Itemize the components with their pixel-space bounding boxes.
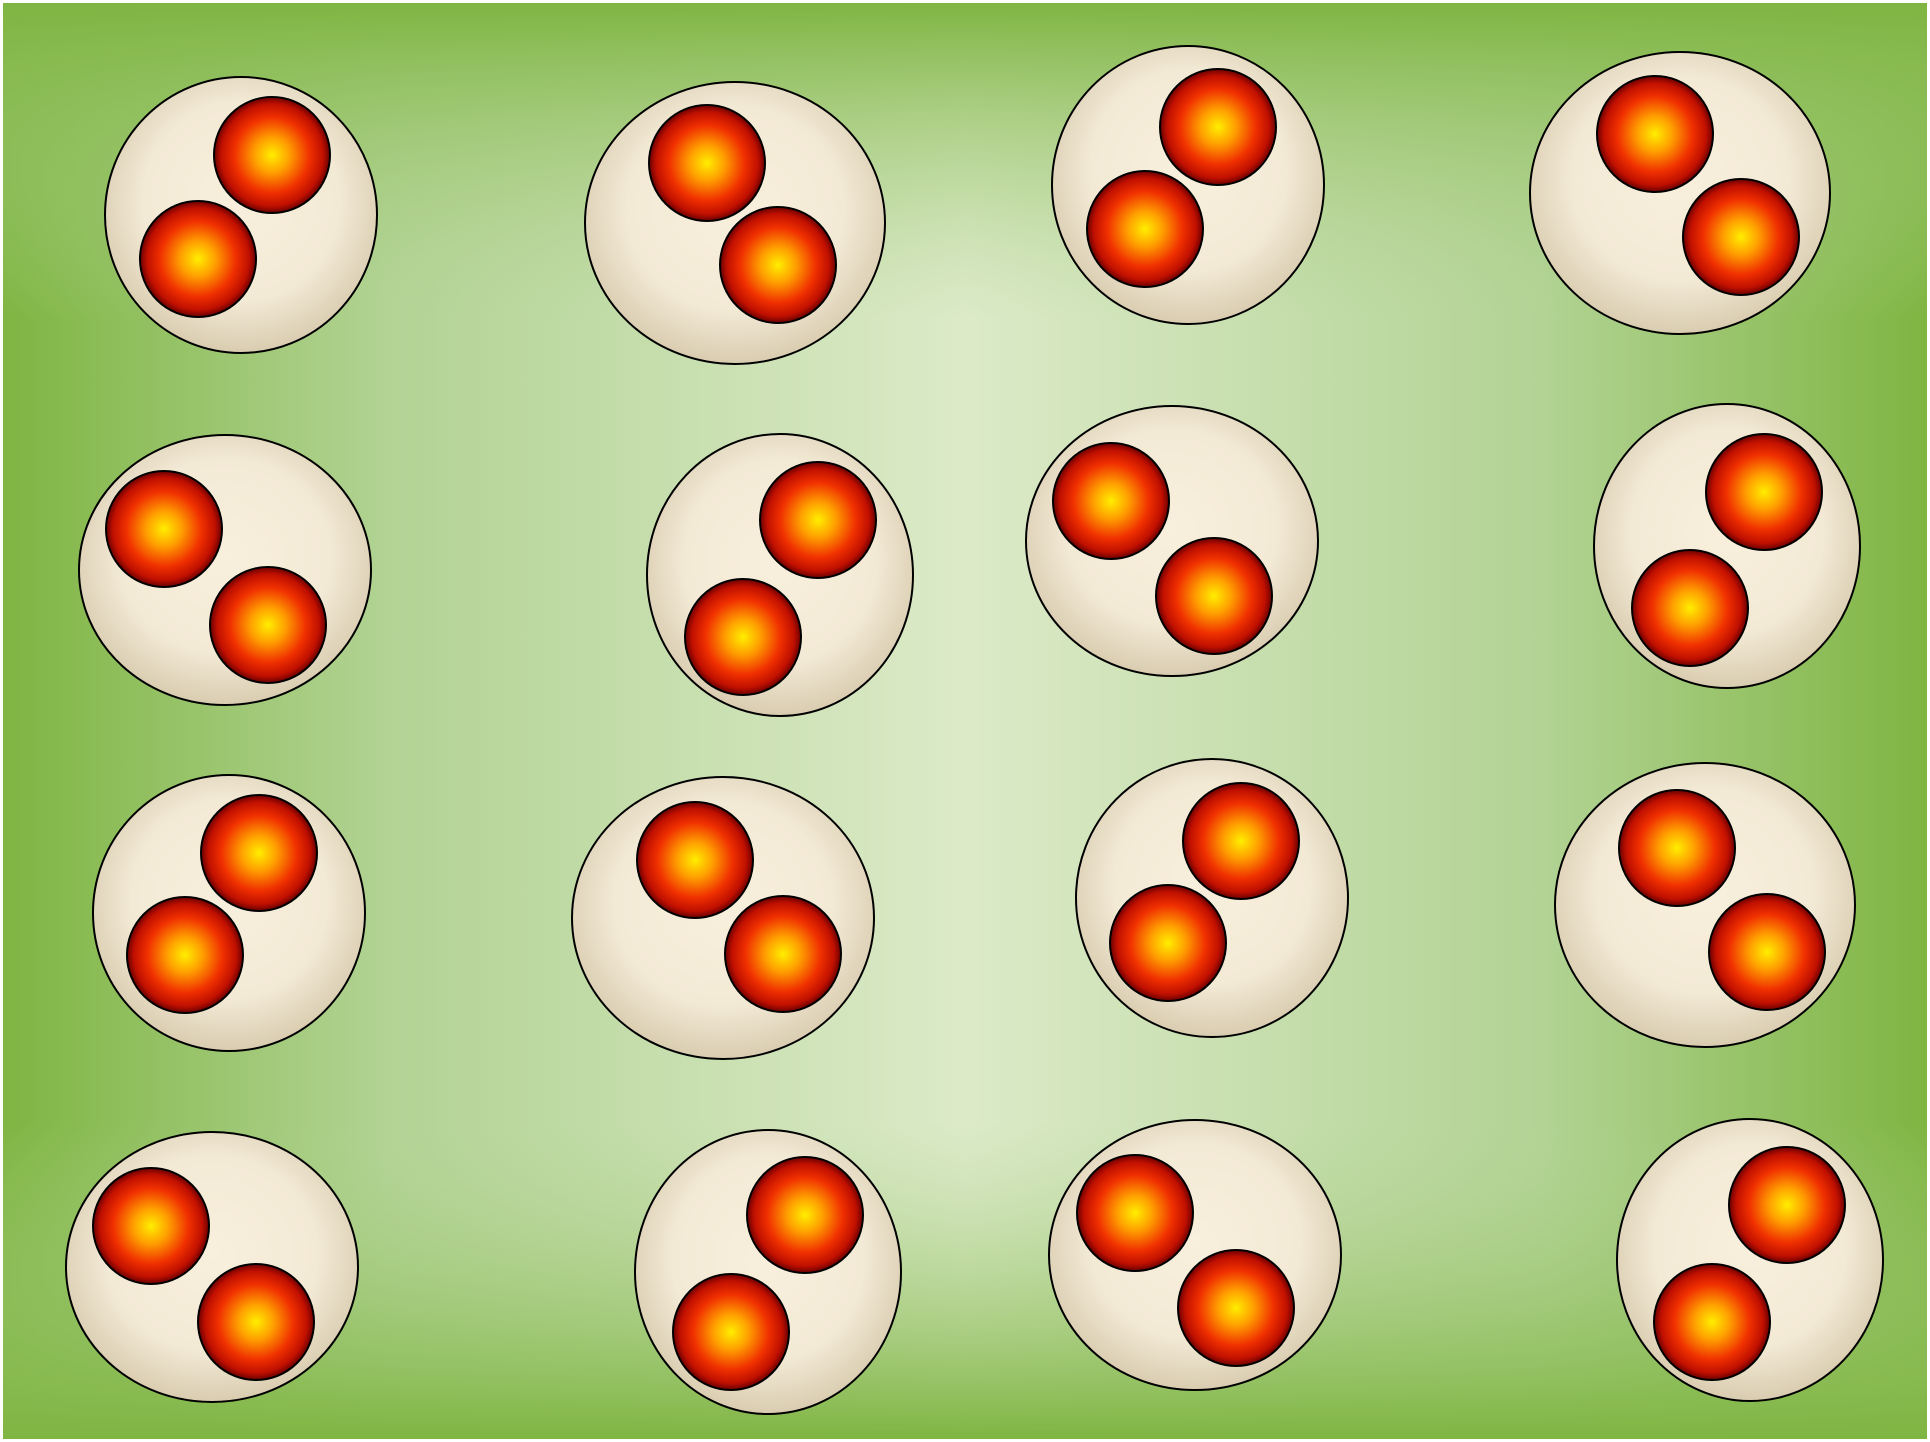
particle-1 — [1619, 790, 1735, 906]
particle-2 — [1683, 179, 1799, 295]
particle-2 — [1156, 538, 1272, 654]
particle-1 — [1706, 434, 1822, 550]
cell-r1-c3 — [1052, 46, 1324, 324]
cell-r4-c4 — [1617, 1119, 1883, 1401]
particle-2 — [673, 1274, 789, 1390]
cell-r4-c2 — [635, 1130, 901, 1414]
particle-1 — [93, 1168, 209, 1284]
cell-r3-c2 — [572, 777, 874, 1059]
particle-1 — [214, 97, 330, 213]
particle-1 — [1729, 1147, 1845, 1263]
particle-2 — [127, 897, 243, 1013]
cell-r4-c1 — [66, 1132, 358, 1402]
cell-r2-c1 — [79, 435, 371, 705]
particle-2 — [725, 896, 841, 1012]
particle-2 — [1632, 550, 1748, 666]
particle-1 — [1597, 76, 1713, 192]
particle-1 — [1077, 1155, 1193, 1271]
particle-1 — [1183, 783, 1299, 899]
particle-2 — [685, 579, 801, 695]
particle-2 — [198, 1264, 314, 1380]
cell-r3-c4 — [1555, 763, 1855, 1047]
particle-2 — [210, 567, 326, 683]
cell-r3-c3 — [1076, 759, 1348, 1037]
cell-r1-c1 — [105, 77, 377, 353]
particle-1 — [637, 802, 753, 918]
particle-2 — [720, 207, 836, 323]
particle-2 — [1709, 894, 1825, 1010]
particle-2 — [1087, 171, 1203, 287]
cell-r1-c4 — [1530, 52, 1830, 334]
particle-1 — [760, 462, 876, 578]
particle-1 — [1160, 69, 1276, 185]
cell-r2-c4 — [1594, 404, 1860, 688]
particle-1 — [201, 795, 317, 911]
particle-1 — [649, 105, 765, 221]
particle-1 — [747, 1157, 863, 1273]
particle-2 — [1110, 885, 1226, 1001]
cell-r2-c2 — [647, 434, 913, 716]
particle-1 — [106, 471, 222, 587]
cell-r3-c1 — [93, 775, 365, 1051]
particle-2 — [140, 201, 256, 317]
cell-r4-c3 — [1049, 1120, 1341, 1390]
cell-r1-c2 — [585, 82, 885, 364]
cell-r2-c3 — [1026, 406, 1318, 676]
particle-2 — [1178, 1250, 1294, 1366]
particle-1 — [1053, 443, 1169, 559]
particle-2 — [1654, 1264, 1770, 1380]
